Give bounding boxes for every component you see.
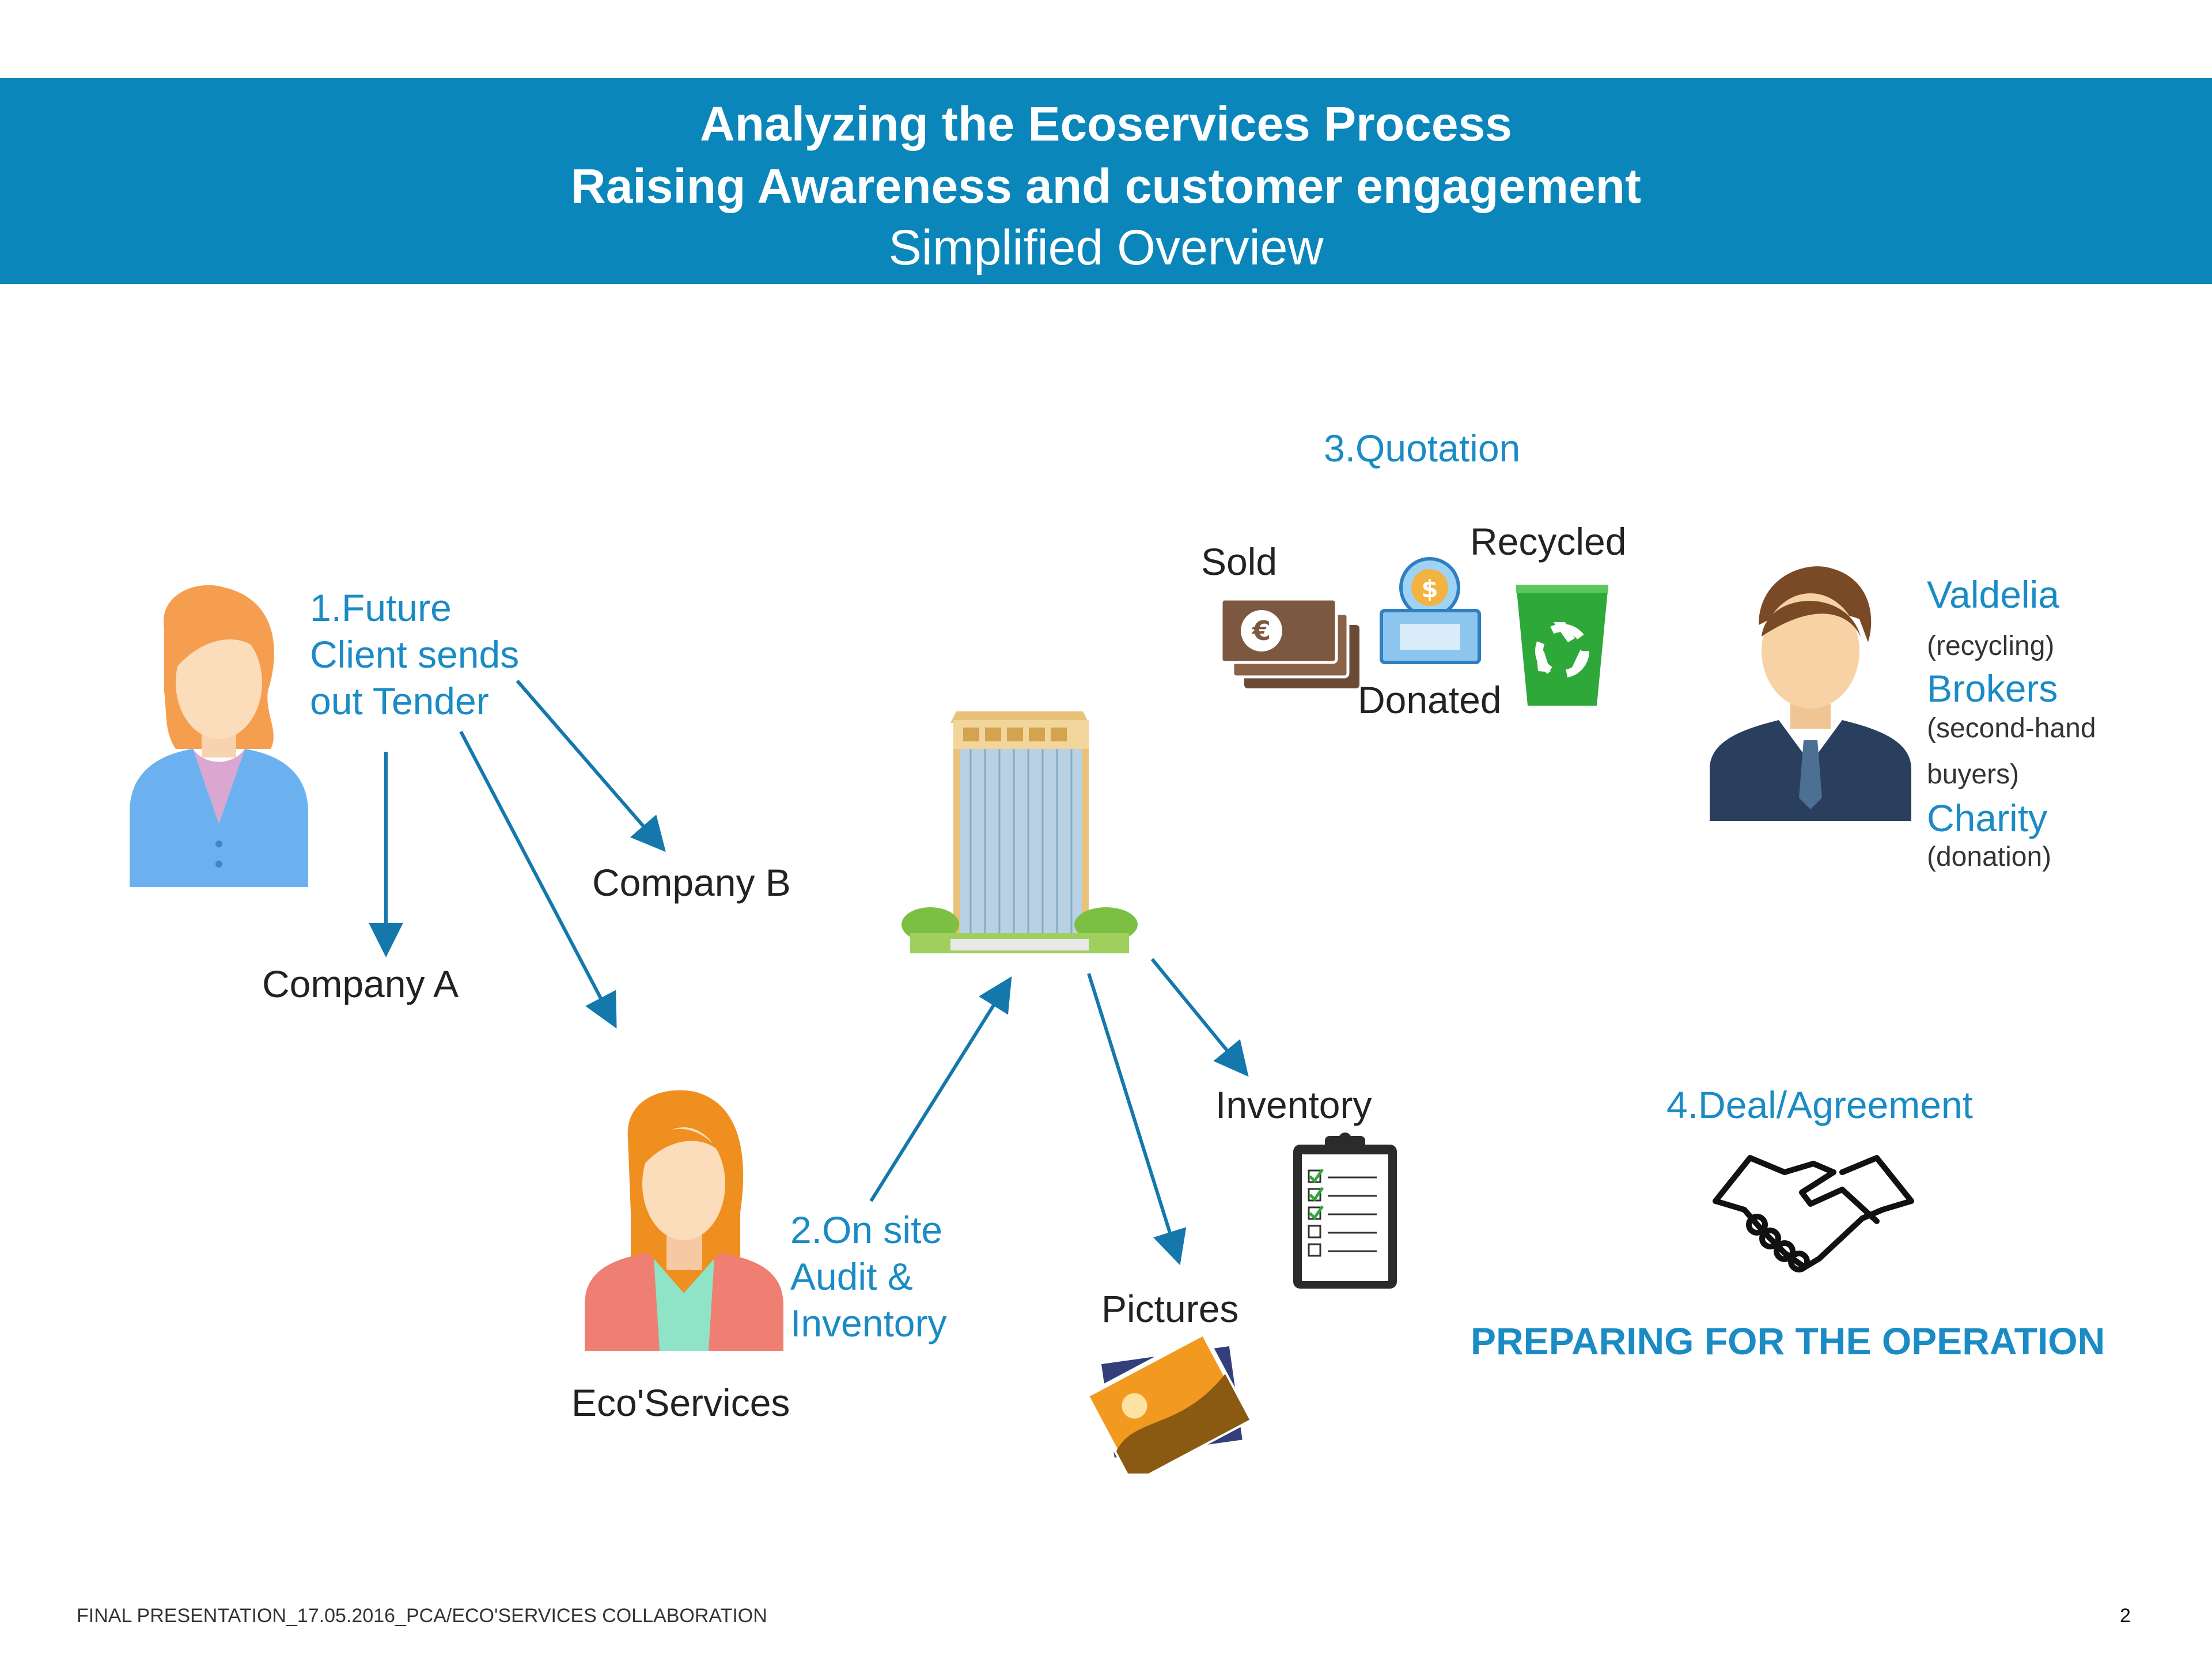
donation-box-icon: $	[1377, 556, 1483, 665]
step1-label-line1: 1.Future	[310, 586, 452, 629]
page-title-line-2: Raising Awareness and customer engagemen…	[571, 159, 1641, 213]
businessman-icon	[1710, 556, 1911, 821]
arrow-to-inventory	[1150, 958, 1249, 1077]
preparing-banner: PREPARING FOR THE OPERATION	[1471, 1320, 2105, 1362]
company-a-label: Company A	[262, 963, 459, 1005]
inventory-label: Inventory	[1215, 1084, 1372, 1126]
partner-charity: Charity	[1927, 797, 2048, 839]
step2-label-line3: Inventory	[790, 1302, 947, 1344]
recycled-label: Recycled	[1470, 520, 1627, 563]
step3-label: 3.Quotation	[1324, 427, 1521, 469]
page-title: Analyzing the Ecoservices Process	[700, 97, 1512, 151]
svg-text:$: $	[1421, 575, 1438, 603]
step2-label-line1: 2.On site	[790, 1209, 943, 1251]
partner-charity-note: (donation)	[1927, 842, 2052, 872]
arrow-to-building	[869, 976, 1012, 1202]
donated-label: Donated	[1358, 679, 1502, 721]
photos-icon	[1089, 1335, 1256, 1474]
arrow-to-pictures	[1087, 973, 1187, 1266]
pictures-label: Pictures	[1101, 1287, 1239, 1330]
arrow-to-ecoservices	[459, 730, 617, 1029]
step2-label-line2: Audit &	[790, 1255, 913, 1298]
partner-valdelia: Valdelia	[1927, 573, 2059, 616]
handshake-icon	[1710, 1146, 1917, 1279]
woman-ecoservices-icon	[585, 1086, 783, 1351]
office-building-icon	[899, 688, 1141, 965]
page-number: 2	[2120, 1605, 2131, 1627]
recycle-bin-icon	[1510, 579, 1614, 709]
arrow-to-company-b	[516, 680, 666, 853]
partner-brokers-note-2: buyers)	[1927, 759, 2020, 790]
header-bar: Analyzing the Ecoservices Process Raisin…	[0, 78, 2212, 284]
ecoservices-label: Eco'Services	[571, 1381, 790, 1424]
footer-text: FINAL PRESENTATION_17.05.2016_PCA/ECO'SE…	[77, 1605, 767, 1627]
clipboard-checklist-icon	[1290, 1130, 1400, 1291]
partner-brokers: Brokers	[1927, 667, 2058, 710]
step1-label-line3: out Tender	[310, 680, 489, 722]
partner-brokers-note-1: (second-hand	[1927, 713, 2096, 744]
svg-text:€: €	[1252, 615, 1271, 646]
sold-label: Sold	[1201, 540, 1278, 583]
woman-client-icon	[124, 582, 314, 887]
partner-valdelia-note: (recycling)	[1927, 631, 2055, 661]
page-subtitle: Simplified Overview	[888, 220, 1324, 275]
step4-label: 4.Deal/Agreement	[1666, 1084, 1973, 1126]
step1-label-line2: Client sends	[310, 633, 520, 676]
euro-banknotes-icon: €	[1215, 590, 1362, 694]
company-b-label: Company B	[592, 861, 791, 904]
